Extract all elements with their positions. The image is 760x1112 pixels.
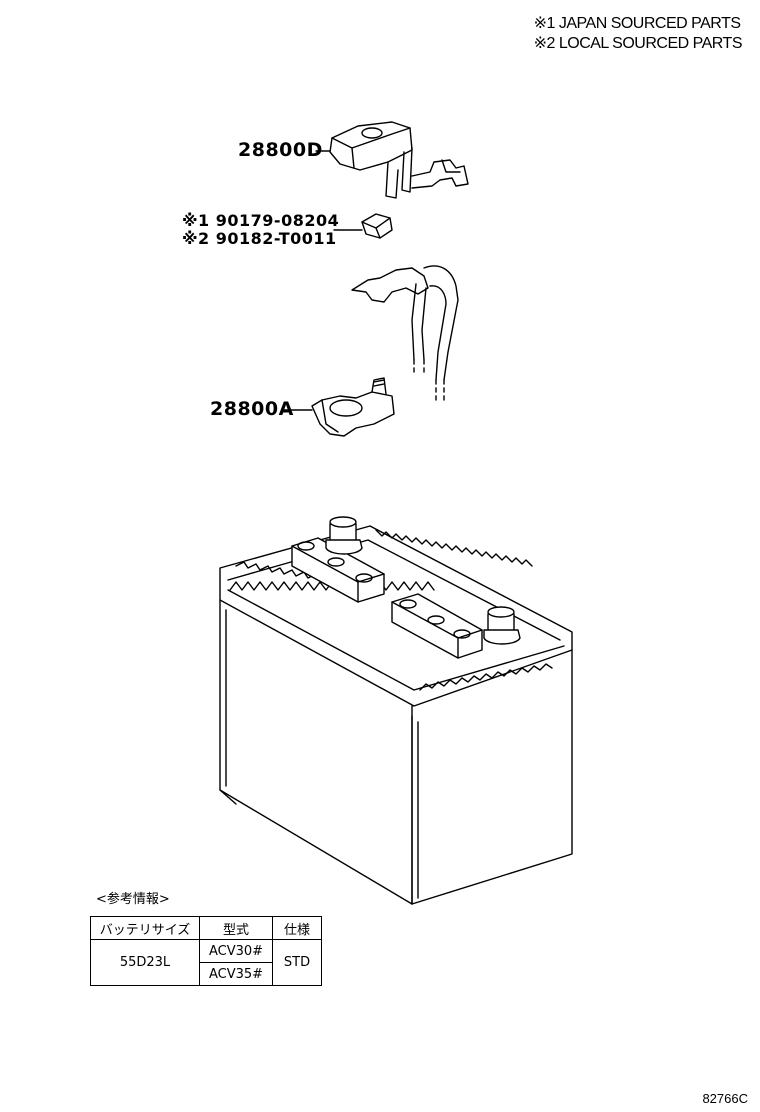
cell-spec: STD — [272, 939, 322, 986]
part-label-28800a[interactable]: 28800A — [210, 398, 294, 420]
header-battery-size: バッテリサイズ — [90, 916, 200, 940]
reference-table: バッテリサイズ 型式 仕様 55D23L ACV30# STD ACV35# — [90, 916, 322, 986]
legend-local-sourced: ※2 LOCAL SOURCED PARTS — [533, 35, 743, 52]
legend-japan-sourced: ※1 JAPAN SOURCED PARTS — [533, 15, 741, 32]
battery-drawing — [219, 516, 573, 905]
illustration-code: 82766C — [702, 1091, 748, 1106]
legend: ※1 JAPAN SOURCED PARTS ※2 LOCAL SOURCED … — [533, 14, 743, 54]
header-spec: 仕様 — [272, 916, 322, 940]
terminal-cover-drawing — [329, 121, 469, 199]
part-label-90179-08204[interactable]: ※1 90179-08204 — [182, 211, 340, 230]
cell-battery-size: 55D23L — [90, 939, 200, 986]
nut-drawing — [361, 213, 393, 239]
cell-model-1: ACV30# — [199, 939, 273, 963]
reference-info-title: <参考情報> — [96, 892, 170, 907]
terminal-clamp-drawing — [311, 377, 395, 437]
part-label-90182-t0011[interactable]: ※2 90182-T0011 — [182, 229, 337, 248]
cell-model-2: ACV35# — [199, 962, 273, 986]
header-model: 型式 — [199, 916, 273, 940]
table-header-row: バッテリサイズ 型式 仕様 — [90, 916, 322, 940]
table-row: ACV35# — [91, 962, 322, 986]
part-label-28800d[interactable]: 28800D — [238, 139, 323, 161]
table-row: 55D23L ACV30# STD — [90, 939, 322, 986]
cable-terminal-drawing — [351, 265, 459, 401]
